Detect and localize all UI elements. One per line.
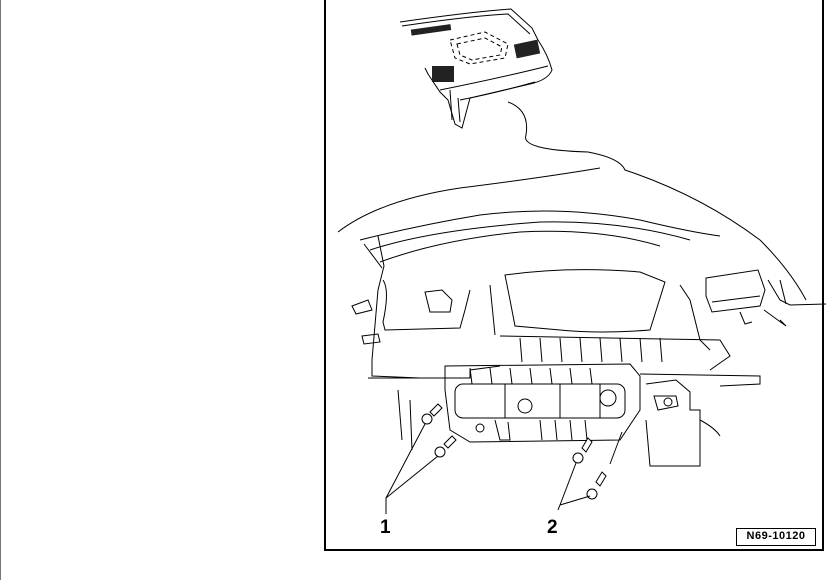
leader-lines: [385, 423, 623, 514]
bolt-2a: [572, 437, 593, 464]
bolts: [421, 403, 607, 500]
page-left-border: [0, 0, 1, 580]
dashboard-detail-inset: [399, 8, 553, 129]
bolt-1b: [434, 435, 457, 458]
figure-id-label: N69-10120: [736, 528, 816, 546]
windshield-line: [337, 167, 601, 233]
figure-frame: [324, 0, 824, 551]
connector-curve: [507, 101, 807, 301]
callout-2: 2: [547, 517, 558, 538]
passenger-airbag-unit: [444, 363, 641, 443]
callout-1: 1: [380, 517, 391, 538]
dashboard-body: [351, 210, 827, 467]
bolt-1a: [421, 403, 443, 425]
bolt-2b: [586, 471, 607, 500]
